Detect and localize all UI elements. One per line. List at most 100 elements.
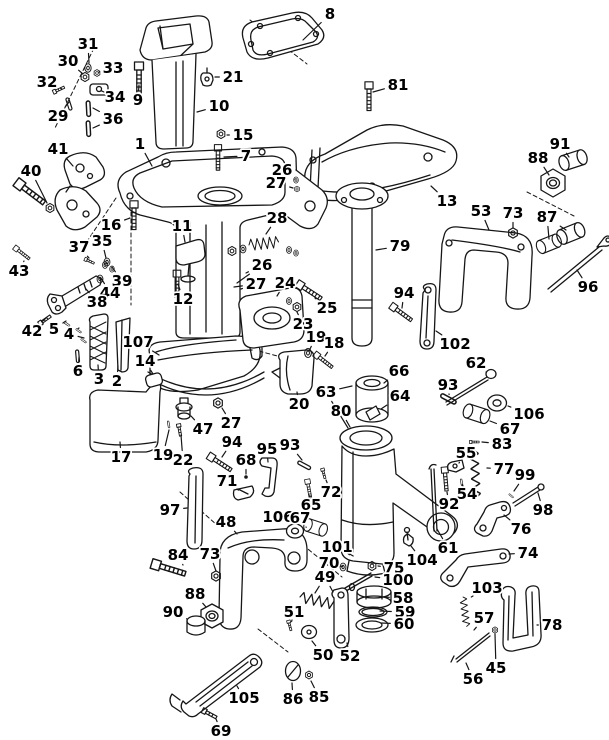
callout-leader-4 <box>77 335 85 339</box>
exhaust-cover-24 <box>238 287 305 361</box>
callout-label-74: 74 <box>518 544 539 562</box>
callout-leader-36 <box>92 107 101 113</box>
callout-leader-12 <box>177 283 181 291</box>
callout-label-6: 6 <box>73 362 83 380</box>
callout-leader-83 <box>481 441 489 444</box>
callout-leader-98 <box>537 492 541 502</box>
callout-label-68: 68 <box>236 451 257 469</box>
callout-label-84: 84 <box>168 546 189 564</box>
nut-73-left <box>211 570 221 582</box>
callout-label-91: 91 <box>550 135 571 153</box>
callout-leader-52 <box>346 642 349 648</box>
callout-leader-94 <box>221 450 227 458</box>
callout-leader-40 <box>35 179 48 204</box>
callout-label-21: 21 <box>223 68 244 86</box>
screw-72 <box>320 467 328 480</box>
callout-leader-19 <box>164 429 170 447</box>
bolt-92 <box>440 466 451 492</box>
swivel-housing <box>339 425 459 576</box>
callout-label-8: 8 <box>325 5 335 23</box>
callout-leader-13 <box>430 185 438 193</box>
callout-label-93: 93 <box>280 436 301 454</box>
callout-leader-66 <box>383 379 389 384</box>
pin-68 <box>244 475 248 479</box>
callout-leader-27 <box>289 186 294 189</box>
callout-leader-63 <box>339 385 353 390</box>
callout-leader-71 <box>236 488 239 491</box>
callout-leader-61 <box>436 528 444 540</box>
callout-label-25: 25 <box>317 299 338 317</box>
water-screen <box>88 313 109 371</box>
callout-label-49: 49 <box>315 568 336 586</box>
callout-label-34: 34 <box>105 88 126 106</box>
clip-104 <box>402 526 414 547</box>
callout-label-37: 37 <box>69 238 90 256</box>
callout-leader-105 <box>236 685 240 690</box>
callout-label-90: 90 <box>163 603 184 621</box>
callout-leader-72 <box>325 479 328 484</box>
callout-leader-26 <box>245 271 249 274</box>
callout-label-4: 4 <box>64 325 74 343</box>
lock-bracket-74 <box>440 548 511 588</box>
callout-leader-34 <box>100 90 105 93</box>
callout-label-15: 15 <box>233 126 254 144</box>
callout-label-57: 57 <box>474 609 495 627</box>
callout-label-2: 2 <box>112 372 122 390</box>
callout-label-101: 101 <box>321 538 352 556</box>
callout-leader-49 <box>329 585 334 593</box>
callout-label-66: 66 <box>389 362 410 380</box>
callout-label-56: 56 <box>463 670 484 688</box>
callout-leader-106 <box>507 405 512 408</box>
callout-leader-36 <box>92 124 101 129</box>
upper-mount-housing <box>139 15 213 150</box>
callout-label-92: 92 <box>439 495 460 513</box>
clevis-55 <box>446 459 465 473</box>
callout-leader-37 <box>86 255 90 259</box>
callout-label-98: 98 <box>533 501 554 519</box>
callout-leader-87 <box>559 225 567 231</box>
callout-label-63: 63 <box>316 383 337 401</box>
pin-36b <box>85 120 92 138</box>
washer-106-left <box>285 523 305 539</box>
callout-leader-27 <box>221 407 226 415</box>
link-rod-61 <box>428 463 438 532</box>
callout-label-9: 9 <box>133 91 143 109</box>
callout-leader-24 <box>276 291 280 297</box>
callout-label-23: 23 <box>293 315 314 333</box>
shaft-100 <box>344 572 373 592</box>
callout-label-53: 53 <box>471 202 492 220</box>
callout-leader-44 <box>100 277 106 285</box>
nut-85 <box>305 670 313 680</box>
pin-36a <box>85 100 92 118</box>
side-cover <box>89 381 162 453</box>
callout-label-11: 11 <box>172 217 193 235</box>
callout-label-7: 7 <box>241 147 251 165</box>
callout-label-70: 70 <box>319 554 340 572</box>
callout-label-43: 43 <box>9 262 30 280</box>
callout-label-60: 60 <box>394 615 415 633</box>
callout-label-27: 27 <box>246 275 267 293</box>
callout-label-93: 93 <box>438 376 459 394</box>
callout-leader-10 <box>196 109 206 113</box>
callout-label-69: 69 <box>211 722 232 740</box>
callout-label-79: 79 <box>390 237 411 255</box>
callout-label-100: 100 <box>382 571 413 589</box>
callout-label-73: 73 <box>503 204 524 222</box>
washer-106-right <box>486 394 508 412</box>
callout-leader-42 <box>41 317 47 323</box>
callout-label-80: 80 <box>331 402 352 420</box>
bolt-94-right <box>388 301 415 324</box>
midsection-housing <box>117 146 328 339</box>
callout-label-97: 97 <box>160 501 181 519</box>
bolt-18 <box>312 350 335 371</box>
callout-label-29: 29 <box>48 107 69 125</box>
shock-mount <box>175 238 206 283</box>
callout-label-32: 32 <box>37 73 58 91</box>
callout-leader-80 <box>345 419 351 428</box>
callout-label-96: 96 <box>578 278 599 296</box>
callout-leader-30 <box>77 69 84 75</box>
callout-leader-41 <box>65 157 74 167</box>
callout-leader-81 <box>372 88 385 93</box>
